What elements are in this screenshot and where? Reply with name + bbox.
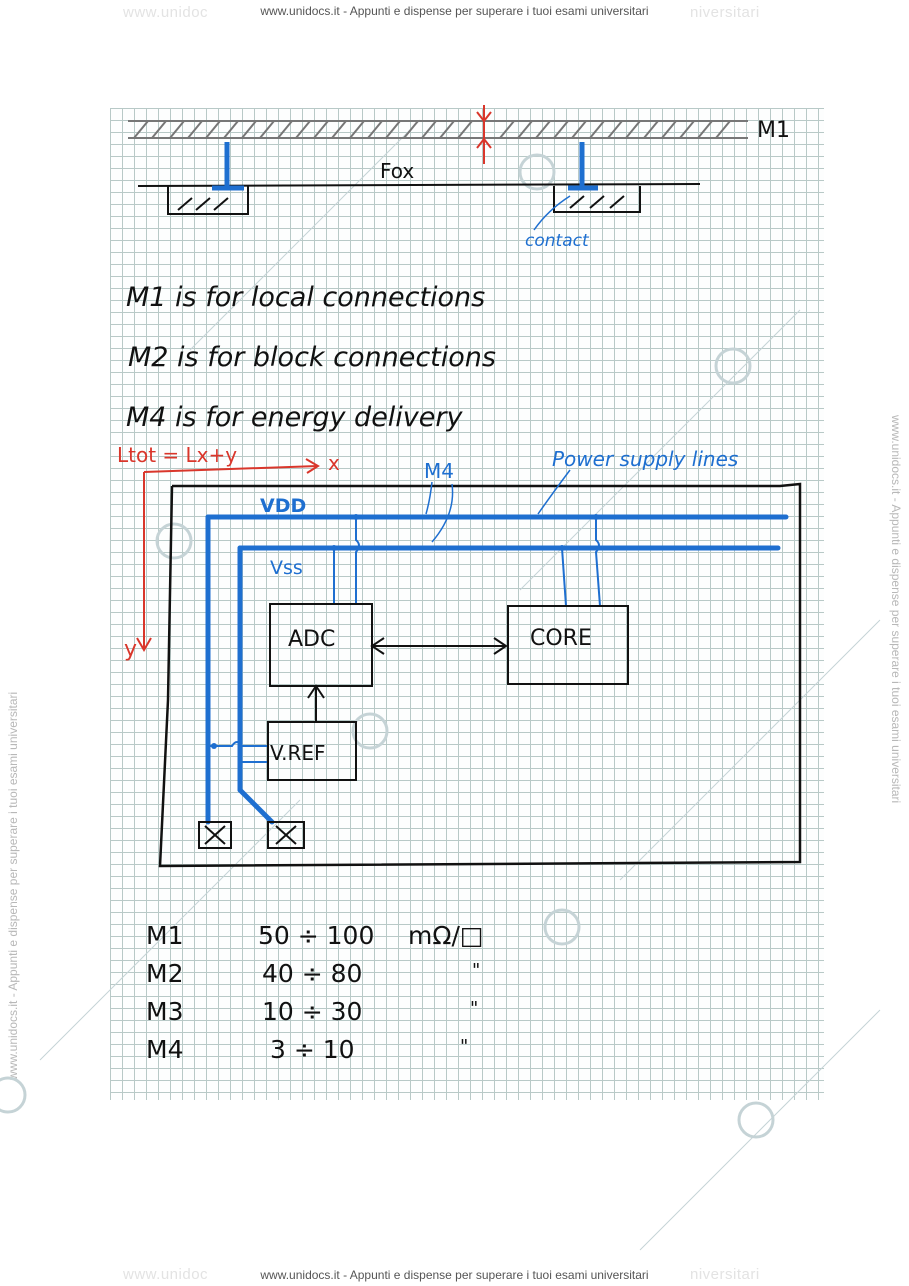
contact-pointer [533,195,571,231]
label-pointers [425,469,571,543]
cross-section-sketch: M1 Fox contact [128,105,790,251]
coordinate-axes [136,458,320,652]
oxide-label: Fox [380,159,414,183]
contact-label: contact [525,231,590,251]
adc-label: ADC [288,627,335,652]
vdd-label: VDD [260,495,306,517]
vref-label: V.REF [270,741,326,765]
vdd-rail [205,514,789,825]
grid-paper [110,108,824,1100]
block-supply-taps [208,517,601,763]
y-axis-label: y [124,637,137,662]
x-axis-label: x [328,451,340,475]
metal-label: M1 [757,118,790,143]
floorplan-diagram: Ltot = Lx+y x y M4 Power supply lines VD… [117,443,802,868]
watermark-logo-icon [0,153,775,1139]
diffusion-wells [167,186,641,215]
sheet-resistance-table: M1 50 ÷ 100 mΩ/□ M2 40 ÷ 80 " M3 10 ÷ 30… [146,921,484,1064]
watermark-ghost-text: niversitari [690,1266,760,1283]
watermark-ghost-text: niversitari [690,4,760,21]
watermark-diagonals [39,119,881,1251]
vss-label: Vss [270,557,303,579]
die-outline [158,482,802,868]
metal1-layer [128,120,748,139]
watermark-header: www.unidocs.it - Appunti e dispense per … [260,4,649,18]
table-range: 50 ÷ 100 [258,921,374,950]
junction-dots [211,514,599,749]
core-label: CORE [530,626,592,651]
watermark-footer: www.unidocs.it - Appunti e dispense per … [260,1268,649,1282]
circuit-blocks [267,603,629,781]
table-unit: " [460,1036,468,1057]
note-line: M4 is for energy delivery [126,402,463,433]
io-pad-icon [198,821,305,849]
table-range: 10 ÷ 30 [262,997,362,1026]
table-range: 40 ÷ 80 [262,959,362,988]
table-layer: M3 [146,997,183,1026]
watermark-ghost-text: www.unidoc [123,4,209,21]
table-unit: mΩ/□ [408,921,484,950]
thickness-arrows [476,105,492,164]
vss-rail [237,545,781,825]
note-line: M2 is for block connections [128,342,496,373]
notes-block: M1 is for local connections M2 is for bl… [126,282,496,433]
note-line: M1 is for local connections [126,282,485,313]
table-unit: " [472,960,480,981]
table-layer: M1 [146,921,183,950]
power-supply-label: Power supply lines [552,447,738,471]
m4-label: M4 [424,459,454,483]
watermark-ghost-text: www.unidoc [123,1266,209,1283]
table-range: 3 ÷ 10 [270,1035,355,1064]
table-unit: " [470,998,478,1019]
table-layer: M2 [146,959,183,988]
length-formula: Ltot = Lx+y [117,443,237,467]
table-layer: M4 [146,1035,183,1064]
contact-vias [212,142,598,191]
